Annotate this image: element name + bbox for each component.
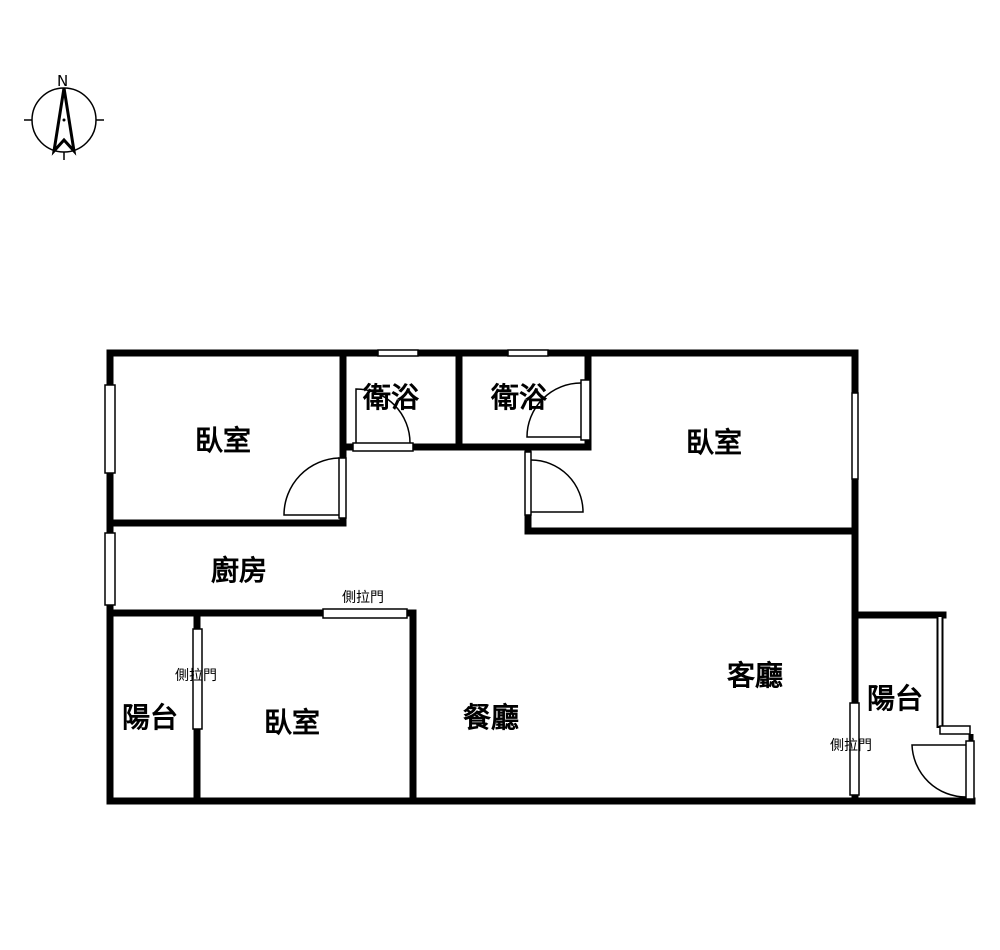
sliding-door-label-kitchen: 側拉門 <box>342 590 384 606</box>
compass-icon: N <box>24 72 104 160</box>
door-bedroom-nw <box>283 457 347 519</box>
north-label: N <box>57 72 68 90</box>
door-bath-1 <box>352 388 414 452</box>
sliding-door-label-balcony-e: 側拉門 <box>830 738 872 754</box>
sliding-door-balcony-e <box>849 702 860 796</box>
sliding-door-kitchen <box>322 608 408 619</box>
sliding-door-label-balcony-w: 側拉門 <box>175 668 217 684</box>
room-label-bedroom-nw: 臥室 <box>195 424 251 457</box>
sliding-door-balcony-w <box>192 628 203 730</box>
windows <box>104 349 859 606</box>
room-label-kitchen: 廚房 <box>211 554 267 587</box>
walls <box>106 349 976 805</box>
room-label-dining-room: 餐廳 <box>463 701 519 734</box>
room-label-balcony-w: 陽台 <box>122 701 178 734</box>
door-bedroom-ne <box>524 451 584 516</box>
room-label-bedroom-ne: 臥室 <box>686 426 742 459</box>
room-label-balcony-e: 陽台 <box>867 682 923 715</box>
room-label-bath-2: 衛浴 <box>490 381 548 414</box>
room-label-bath-1: 衛浴 <box>362 381 420 414</box>
door-balcony-e <box>911 740 975 800</box>
room-label-living-room: 客廳 <box>727 659 783 692</box>
room-label-bedroom-sw: 臥室 <box>264 706 320 739</box>
door-bath-2 <box>526 379 591 441</box>
